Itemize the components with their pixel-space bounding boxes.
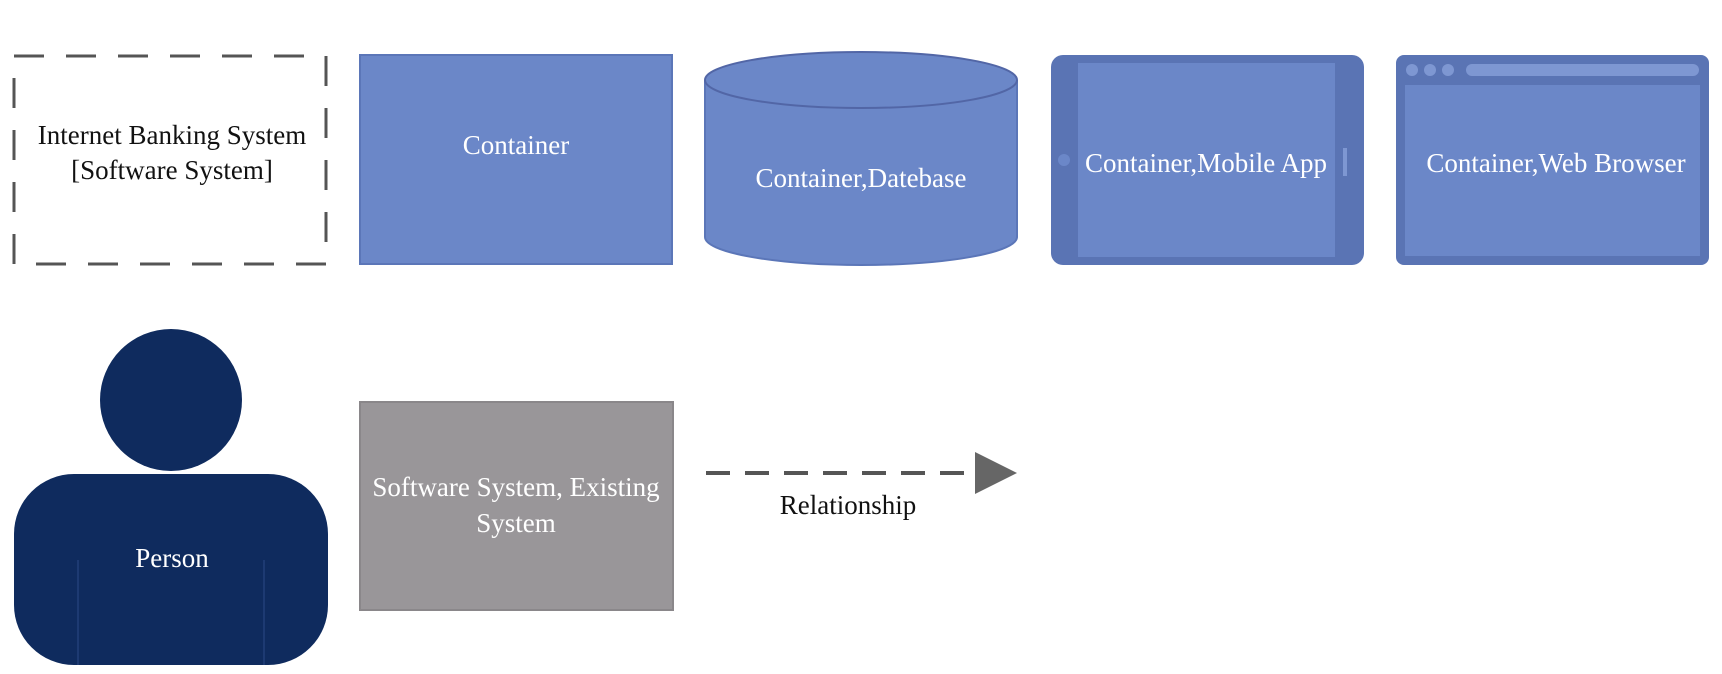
browser-address-bar — [1466, 64, 1699, 76]
relationship-label: Relationship — [780, 490, 917, 520]
mobile-app-label: Container,Mobile App — [1085, 148, 1327, 178]
existing-system-name: Software System, Existing — [372, 472, 659, 502]
database-top — [704, 51, 1018, 109]
browser-viewport — [1405, 85, 1700, 256]
mobile-app-home-button — [1058, 154, 1070, 166]
boundary-type: [Software System] — [71, 155, 273, 185]
person-body — [14, 474, 328, 665]
mobile-app-speaker — [1343, 148, 1347, 176]
web-browser-label: Container,Web Browser — [1426, 148, 1685, 178]
existing-system-shape: Software System, Existing System — [359, 401, 674, 611]
boundary-name: Internet Banking System — [38, 120, 306, 150]
boundary-dashed-frame — [12, 54, 328, 266]
browser-dot-icon — [1424, 64, 1436, 76]
database-body — [704, 80, 1018, 266]
relationship-arrow: Relationship — [706, 452, 1017, 520]
software-system-boundary: Internet Banking System [Software System… — [12, 54, 328, 266]
person-shape: Person — [14, 329, 328, 665]
database-label: Container,Datebase — [755, 163, 966, 193]
person-label: Person — [135, 543, 209, 573]
browser-dot-icon — [1442, 64, 1454, 76]
browser-dot-icon — [1406, 64, 1418, 76]
mobile-app-shape: Container,Mobile App — [1051, 55, 1364, 265]
container-rect — [359, 54, 673, 265]
database-shape: Container,Datebase — [704, 51, 1018, 266]
person-head — [100, 329, 242, 471]
arrowhead-icon — [975, 452, 1017, 494]
container-shape: Container — [359, 54, 673, 265]
existing-system-type: System — [476, 508, 556, 538]
container-label: Container — [463, 130, 569, 160]
web-browser-shape: Container,Web Browser — [1396, 55, 1709, 265]
existing-system-rect — [359, 401, 674, 611]
mobile-app-screen — [1078, 63, 1335, 257]
